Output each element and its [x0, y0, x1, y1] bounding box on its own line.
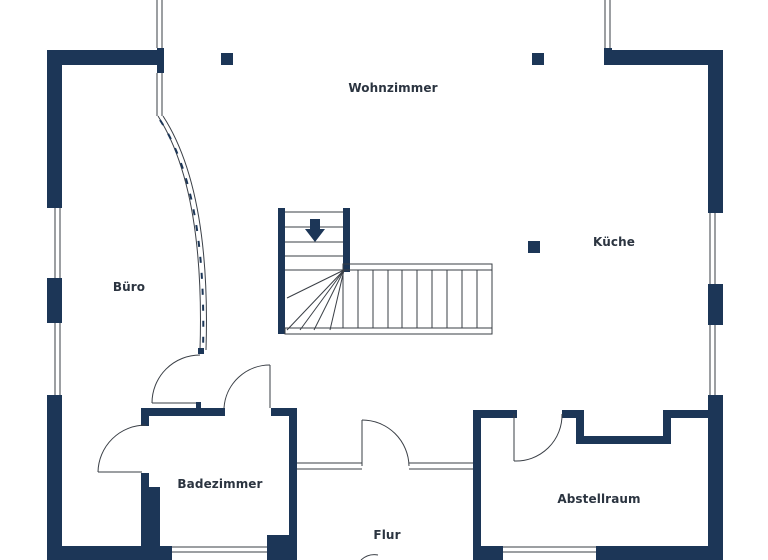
wall-right-upper	[708, 50, 723, 213]
wall-left-upper	[47, 50, 62, 208]
wall-bottom-left	[47, 546, 172, 560]
room-label-kueche: Küche	[593, 235, 635, 249]
wall-left-lower	[47, 395, 62, 560]
room-label-badezimmer: Badezimmer	[177, 477, 263, 491]
walls	[47, 48, 723, 560]
wall-top-right	[604, 50, 723, 65]
wall-right-lower	[708, 395, 723, 560]
room-label-flur: Flur	[373, 528, 401, 542]
wall-top-left	[47, 50, 163, 65]
arrow-down-icon	[305, 219, 325, 242]
room-label-wohnzimmer: Wohnzimmer	[348, 81, 438, 95]
column	[532, 53, 544, 65]
wall-left-mid	[47, 278, 62, 323]
column	[528, 241, 540, 253]
column	[221, 53, 233, 65]
room-label-buero: Büro	[112, 280, 146, 294]
room-label-abstellraum: Abstellraum	[557, 492, 641, 506]
wall-right-mid	[708, 284, 723, 325]
doors	[97, 354, 563, 560]
